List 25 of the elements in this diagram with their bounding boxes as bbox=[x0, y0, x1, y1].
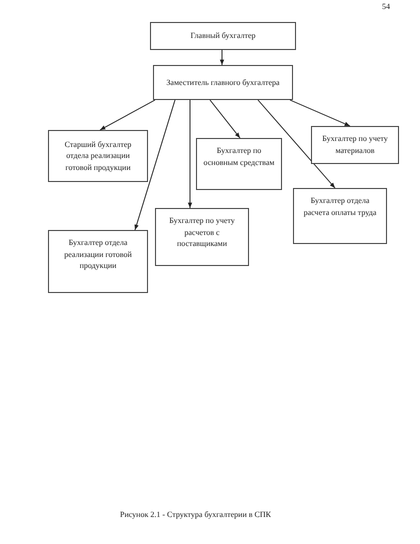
position-title: Старший бухгалтер отдела реализации готовой продукции bbox=[64, 138, 132, 174]
position-box bbox=[48, 230, 148, 293]
position-box bbox=[155, 208, 249, 266]
arrow bbox=[134, 100, 176, 230]
arrow bbox=[100, 100, 156, 130]
position-title: Бухгалтер по учету материалов bbox=[321, 133, 389, 157]
position-title: Бухгалтер отдела расчета оплаты труда bbox=[302, 195, 378, 218]
position-box bbox=[196, 138, 282, 190]
position-box bbox=[293, 188, 387, 244]
position-title: Заместитель главного бухгалтера bbox=[166, 76, 280, 88]
position-title: Главный бухгалтер bbox=[190, 30, 256, 42]
figure-caption: Рисунок 2.1 - Структура бухгалтерии в СПК bbox=[120, 510, 271, 519]
page-number: 54 bbox=[382, 2, 390, 11]
arrow bbox=[290, 100, 350, 126]
position-title: Бухгалтер отдела реализации готовой продукции bbox=[63, 237, 133, 272]
position-box bbox=[311, 126, 399, 164]
position-title: Бухгалтер по основным средствам bbox=[202, 145, 276, 168]
arrow bbox=[258, 100, 336, 188]
position-box bbox=[48, 130, 148, 182]
position-title: Бухгалтер по учету расчетов с поставщиками bbox=[168, 215, 236, 250]
arrow bbox=[210, 100, 240, 138]
position-box bbox=[153, 65, 293, 100]
arrow bbox=[188, 100, 192, 208]
arrow bbox=[220, 50, 224, 66]
position-box bbox=[150, 22, 296, 50]
